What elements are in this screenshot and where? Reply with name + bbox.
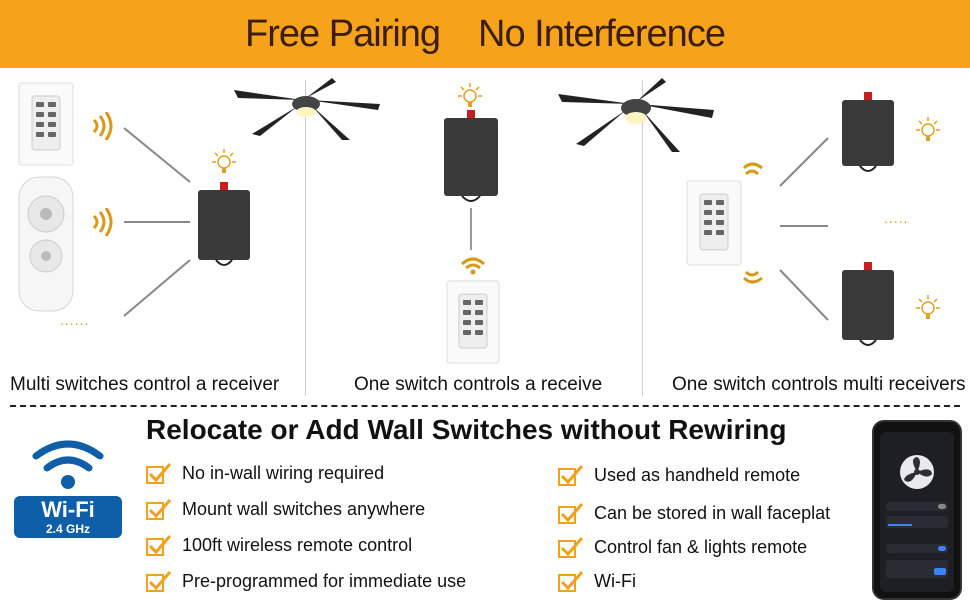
feature-text: Mount wall switches anywhere — [182, 498, 426, 519]
connector-lines — [779, 137, 829, 321]
receiver-icon — [444, 110, 498, 202]
lightbulb-icon — [212, 149, 236, 173]
handheld-remote-icon — [18, 176, 74, 312]
connector-line — [470, 208, 472, 250]
caption-one-switch-one-receiver: One switch controls a receive — [354, 374, 603, 395]
app-setting-row — [886, 502, 948, 511]
check-icon — [558, 571, 584, 592]
ceiling-fan-icon — [234, 78, 380, 140]
lightbulb-icon — [916, 117, 940, 141]
lightbulb-icon — [916, 295, 940, 319]
app-setting-row — [886, 516, 948, 528]
wall-switch-icon — [18, 82, 74, 166]
dots-icon: ..... — [884, 210, 909, 226]
section-divider — [642, 80, 643, 396]
wifi-badge-label: Wi-Fi — [41, 497, 95, 522]
dots-icon: ...... — [60, 312, 90, 328]
feature-item: Wi-Fi — [558, 570, 636, 592]
wifi-badge: Wi-Fi 2.4 GHz — [14, 496, 122, 538]
receiver-icon — [198, 182, 250, 266]
feature-text: 100ft wireless remote control — [182, 534, 413, 555]
check-icon — [558, 537, 584, 558]
feature-text: Control fan & lights remote — [594, 536, 808, 557]
banner-title-left: Free Pairing — [245, 12, 441, 55]
feature-text: Pre-programmed for immediate use — [182, 570, 467, 591]
feature-text: Used as handheld remote — [594, 464, 801, 485]
toggle-switch — [938, 546, 946, 551]
header-banner: Free Pairing No Interference — [0, 0, 970, 68]
feature-text: Wi-Fi — [594, 570, 636, 591]
check-icon — [146, 571, 172, 592]
wall-switch-icon — [446, 280, 500, 364]
check-icon — [558, 503, 584, 524]
toggle-switch — [938, 504, 946, 509]
wifi-signal-icon — [460, 257, 486, 275]
app-setting-row — [886, 544, 948, 553]
section-divider — [305, 80, 306, 396]
feature-text: No in-wall wiring required — [182, 462, 385, 483]
signal-icon — [742, 162, 763, 176]
feature-item: Control fan & lights remote — [558, 536, 807, 558]
caption-multi-switches: Multi switches control a receiver — [10, 374, 280, 395]
connector-lines — [123, 127, 191, 317]
fan-icon — [900, 455, 934, 489]
section-heading: Relocate or Add Wall Switches without Re… — [146, 414, 787, 445]
banner-title-right: No Interference — [478, 12, 726, 55]
ceiling-fan-icon — [558, 78, 714, 152]
app-screen — [880, 432, 954, 592]
feature-text: Can be stored in wall faceplat — [594, 502, 831, 523]
receiver-icon — [842, 262, 894, 346]
check-icon — [146, 463, 172, 484]
check-icon — [146, 535, 172, 556]
section-divider-dashed — [10, 405, 960, 407]
feature-item: Pre-programmed for immediate use — [146, 570, 466, 592]
check-icon — [146, 499, 172, 520]
app-setting-row — [886, 560, 948, 578]
caption-one-switch-multi-receivers: One switch controls multi receivers — [672, 374, 966, 395]
wifi-badge-band: 2.4 GHz — [45, 522, 90, 536]
receiver-icon — [842, 92, 894, 172]
signal-icon — [742, 270, 763, 284]
feature-item: Can be stored in wall faceplat — [558, 502, 830, 524]
feature-item: 100ft wireless remote control — [146, 534, 412, 556]
signal-icon — [92, 208, 113, 236]
speed-slider — [888, 524, 912, 526]
wifi-icon — [32, 440, 104, 489]
wall-switch-icon — [686, 180, 742, 266]
lightbulb-icon — [458, 83, 482, 107]
phone-app-mockup — [872, 420, 962, 600]
app-button — [934, 568, 946, 575]
feature-item: Mount wall switches anywhere — [146, 498, 425, 520]
feature-item: Used as handheld remote — [558, 464, 800, 486]
check-icon — [558, 465, 584, 486]
signal-icon — [92, 112, 113, 140]
feature-item: No in-wall wiring required — [146, 462, 384, 484]
